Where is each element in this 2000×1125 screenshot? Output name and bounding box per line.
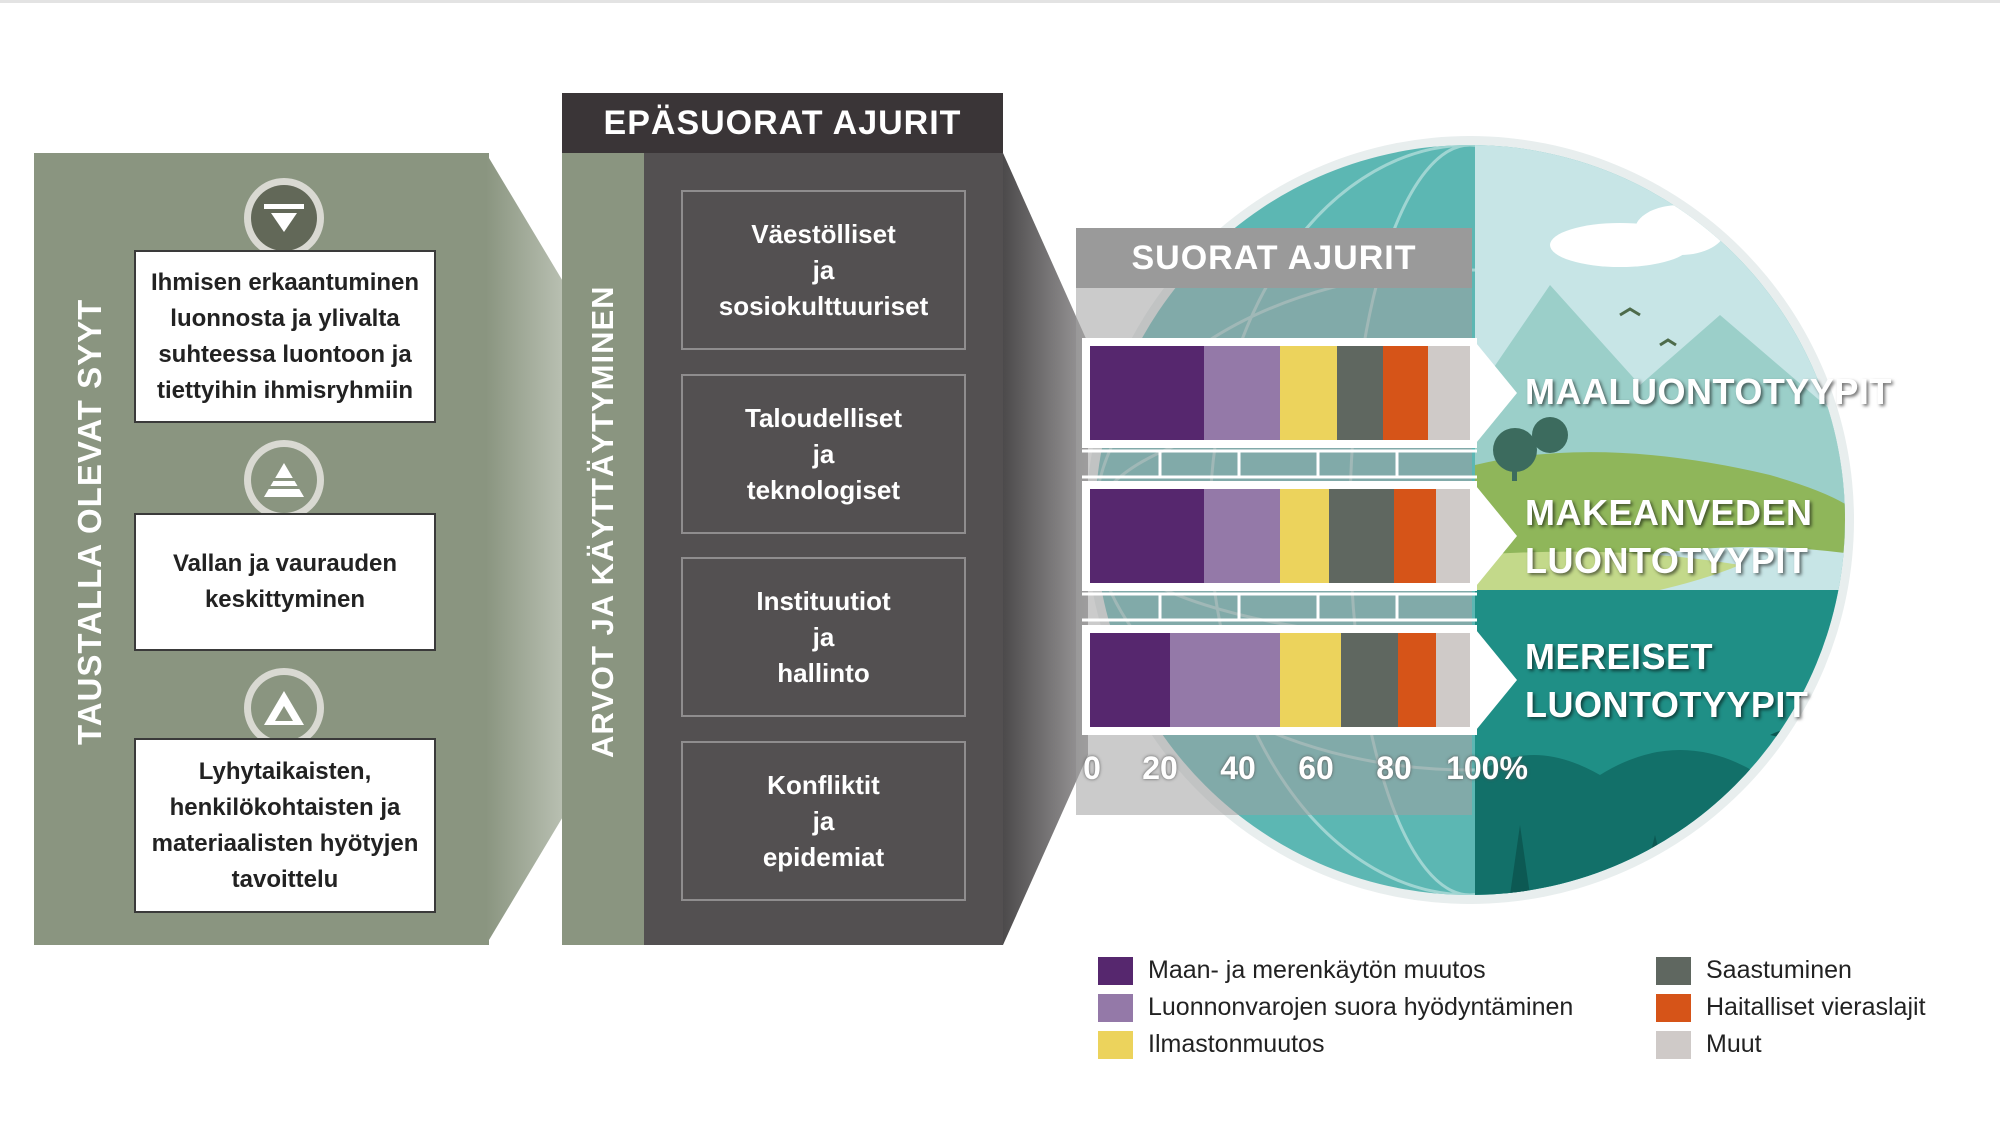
legend-item-climate-change: Ilmastonmuutos: [1098, 1030, 1324, 1059]
bar-row-freshwater: [1082, 481, 1477, 591]
x-tick-80: 80: [1376, 750, 1412, 786]
indirect-drivers-title: EPÄSUORAT AJURIT: [562, 93, 1003, 153]
driver-box-economic: Taloudelliset ja teknologiset: [681, 374, 966, 534]
bird-icon: [1619, 307, 1641, 317]
ecosystem-label-freshwater: MAKEANVEDEN LUONTOTYYPIT: [1525, 492, 1813, 581]
legend-item-exploitation: Luonnonvarojen suora hyödyntäminen: [1098, 993, 1573, 1022]
bar-segment-2-3: [1340, 633, 1398, 727]
legend-item-invasive-species: Haitalliset vieraslajit: [1656, 993, 1926, 1022]
bar-segment-0-4: [1382, 346, 1429, 440]
values-behaviour-label: ARVOT JA KÄYTTÄYTYMINEN: [585, 285, 620, 758]
driver-box-institutions: Instituutiot ja hallinto: [681, 557, 966, 717]
chart-legend: Maan- ja merenkäytön muutos Luonnonvaroj…: [1078, 940, 1954, 1072]
bar-segment-0-5: [1428, 346, 1470, 440]
underlying-causes-title: TAUSTALLA OLEVAT SYYT: [71, 298, 108, 745]
direct-drivers-title: SUORAT AJURIT: [1076, 228, 1472, 288]
bar-segment-2-1: [1169, 633, 1280, 727]
legend-label: Saastuminen: [1706, 956, 1852, 984]
cause-box-disconnection: Ihmisen erkaantuminen luonnosta ja yliva…: [134, 250, 436, 423]
tree-icons: [1493, 417, 1568, 481]
bar-spacer-2: [1082, 592, 1477, 622]
pyramid-icon: [244, 440, 324, 520]
bar-segment-0-2: [1280, 346, 1337, 440]
bar-segment-2-2: [1280, 633, 1341, 727]
x-tick-0: 0: [1083, 750, 1101, 786]
tent-triangle-icon: [244, 668, 324, 748]
bar-segment-1-3: [1329, 489, 1394, 583]
legend-swatch: [1656, 993, 1691, 1022]
legend-item-other: Muut: [1656, 1030, 1762, 1059]
driver-box-conflicts: Konfliktit ja epidemiat: [681, 741, 966, 901]
driver-label-conflicts: Konfliktit ja epidemiat: [762, 770, 885, 872]
legend-label: Muut: [1706, 1030, 1762, 1058]
bar-segment-2-0: [1090, 633, 1170, 727]
bar-segment-1-5: [1435, 489, 1470, 583]
inverted-triangle-icon: [244, 178, 324, 258]
driver-label-economic: Taloudelliset ja teknologiset: [745, 403, 902, 505]
bar-segment-2-5: [1435, 633, 1470, 727]
legend-label: Ilmastonmuutos: [1148, 1030, 1325, 1058]
x-tick-100: 100%: [1446, 750, 1528, 786]
legend-swatch: [1656, 956, 1691, 985]
driver-label-institutions: Instituutiot ja hallinto: [756, 586, 891, 688]
legend-item-pollution: Saastuminen: [1656, 956, 1852, 985]
x-tick-20: 20: [1142, 750, 1178, 786]
legend-item-land-sea-use: Maan- ja merenkäytön muutos: [1098, 956, 1486, 985]
driver-label-demographic: Väestölliset ja sosiokulttuuriset: [718, 219, 929, 321]
legend-swatch: [1098, 993, 1133, 1022]
bar-segment-2-4: [1397, 633, 1436, 727]
bar-segment-1-1: [1204, 489, 1280, 583]
bar-segment-1-4: [1394, 489, 1436, 583]
legend-swatch: [1098, 1030, 1133, 1059]
top-divider: [0, 0, 2000, 3]
bar-spacer-1: [1082, 449, 1477, 479]
values-behaviour-strip: [562, 153, 644, 945]
cause-box-power-wealth: Vallan ja vaurauden keskittyminen: [134, 513, 436, 651]
ecosystem-label-terrestrial: MAALUONTOTYYPIT: [1525, 371, 1892, 412]
legend-label: Luonnonvarojen suora hyödyntäminen: [1148, 993, 1574, 1021]
legend-label: Maan- ja merenkäytön muutos: [1148, 956, 1486, 984]
bar-row-terrestrial: [1082, 338, 1477, 448]
bar-segment-1-0: [1090, 489, 1204, 583]
bar-segment-0-0: [1090, 346, 1204, 440]
bar-segment-0-3: [1337, 346, 1383, 440]
legend-label: Haitalliset vieraslajit: [1706, 993, 1926, 1021]
cause-box-short-term-gains: Lyhytaikaisten, henkilökohtaisten ja mat…: [134, 738, 436, 913]
legend-swatch: [1098, 956, 1133, 985]
bar-row-marine: [1082, 625, 1477, 735]
ecosystem-label-marine: MEREISET LUONTOTYYPIT: [1525, 636, 1809, 725]
legend-swatch: [1656, 1030, 1691, 1059]
bar-segment-1-2: [1280, 489, 1330, 583]
underlying-causes-arrow: [486, 153, 562, 945]
x-tick-60: 60: [1298, 750, 1334, 786]
driver-box-demographic: Väestölliset ja sosiokulttuuriset: [681, 190, 966, 350]
x-tick-40: 40: [1220, 750, 1256, 786]
bar-segment-0-1: [1204, 346, 1280, 440]
